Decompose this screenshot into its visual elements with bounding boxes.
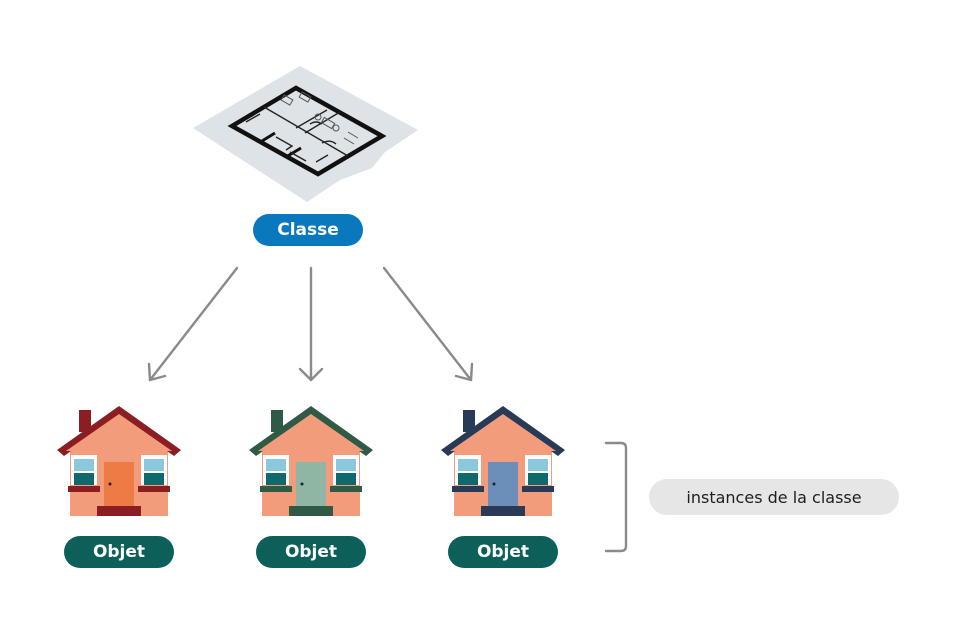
arrowhead-right bbox=[454, 362, 474, 382]
arrowhead-center bbox=[298, 367, 324, 382]
object-label: Objet bbox=[256, 536, 366, 568]
blueprint-icon bbox=[193, 66, 418, 202]
object-label: Objet bbox=[64, 536, 174, 568]
house-icon bbox=[57, 406, 181, 516]
arrow-right bbox=[382, 266, 473, 382]
arrow-left bbox=[148, 266, 239, 382]
arrowhead-left bbox=[147, 362, 167, 382]
instances-bracket bbox=[604, 441, 628, 553]
instances-label: instances de la classe bbox=[649, 479, 899, 515]
house-icon bbox=[249, 406, 373, 516]
house-icon bbox=[441, 406, 565, 516]
arrows bbox=[147, 266, 474, 382]
object-label: Objet bbox=[448, 536, 558, 568]
class-label: Classe bbox=[253, 214, 363, 246]
